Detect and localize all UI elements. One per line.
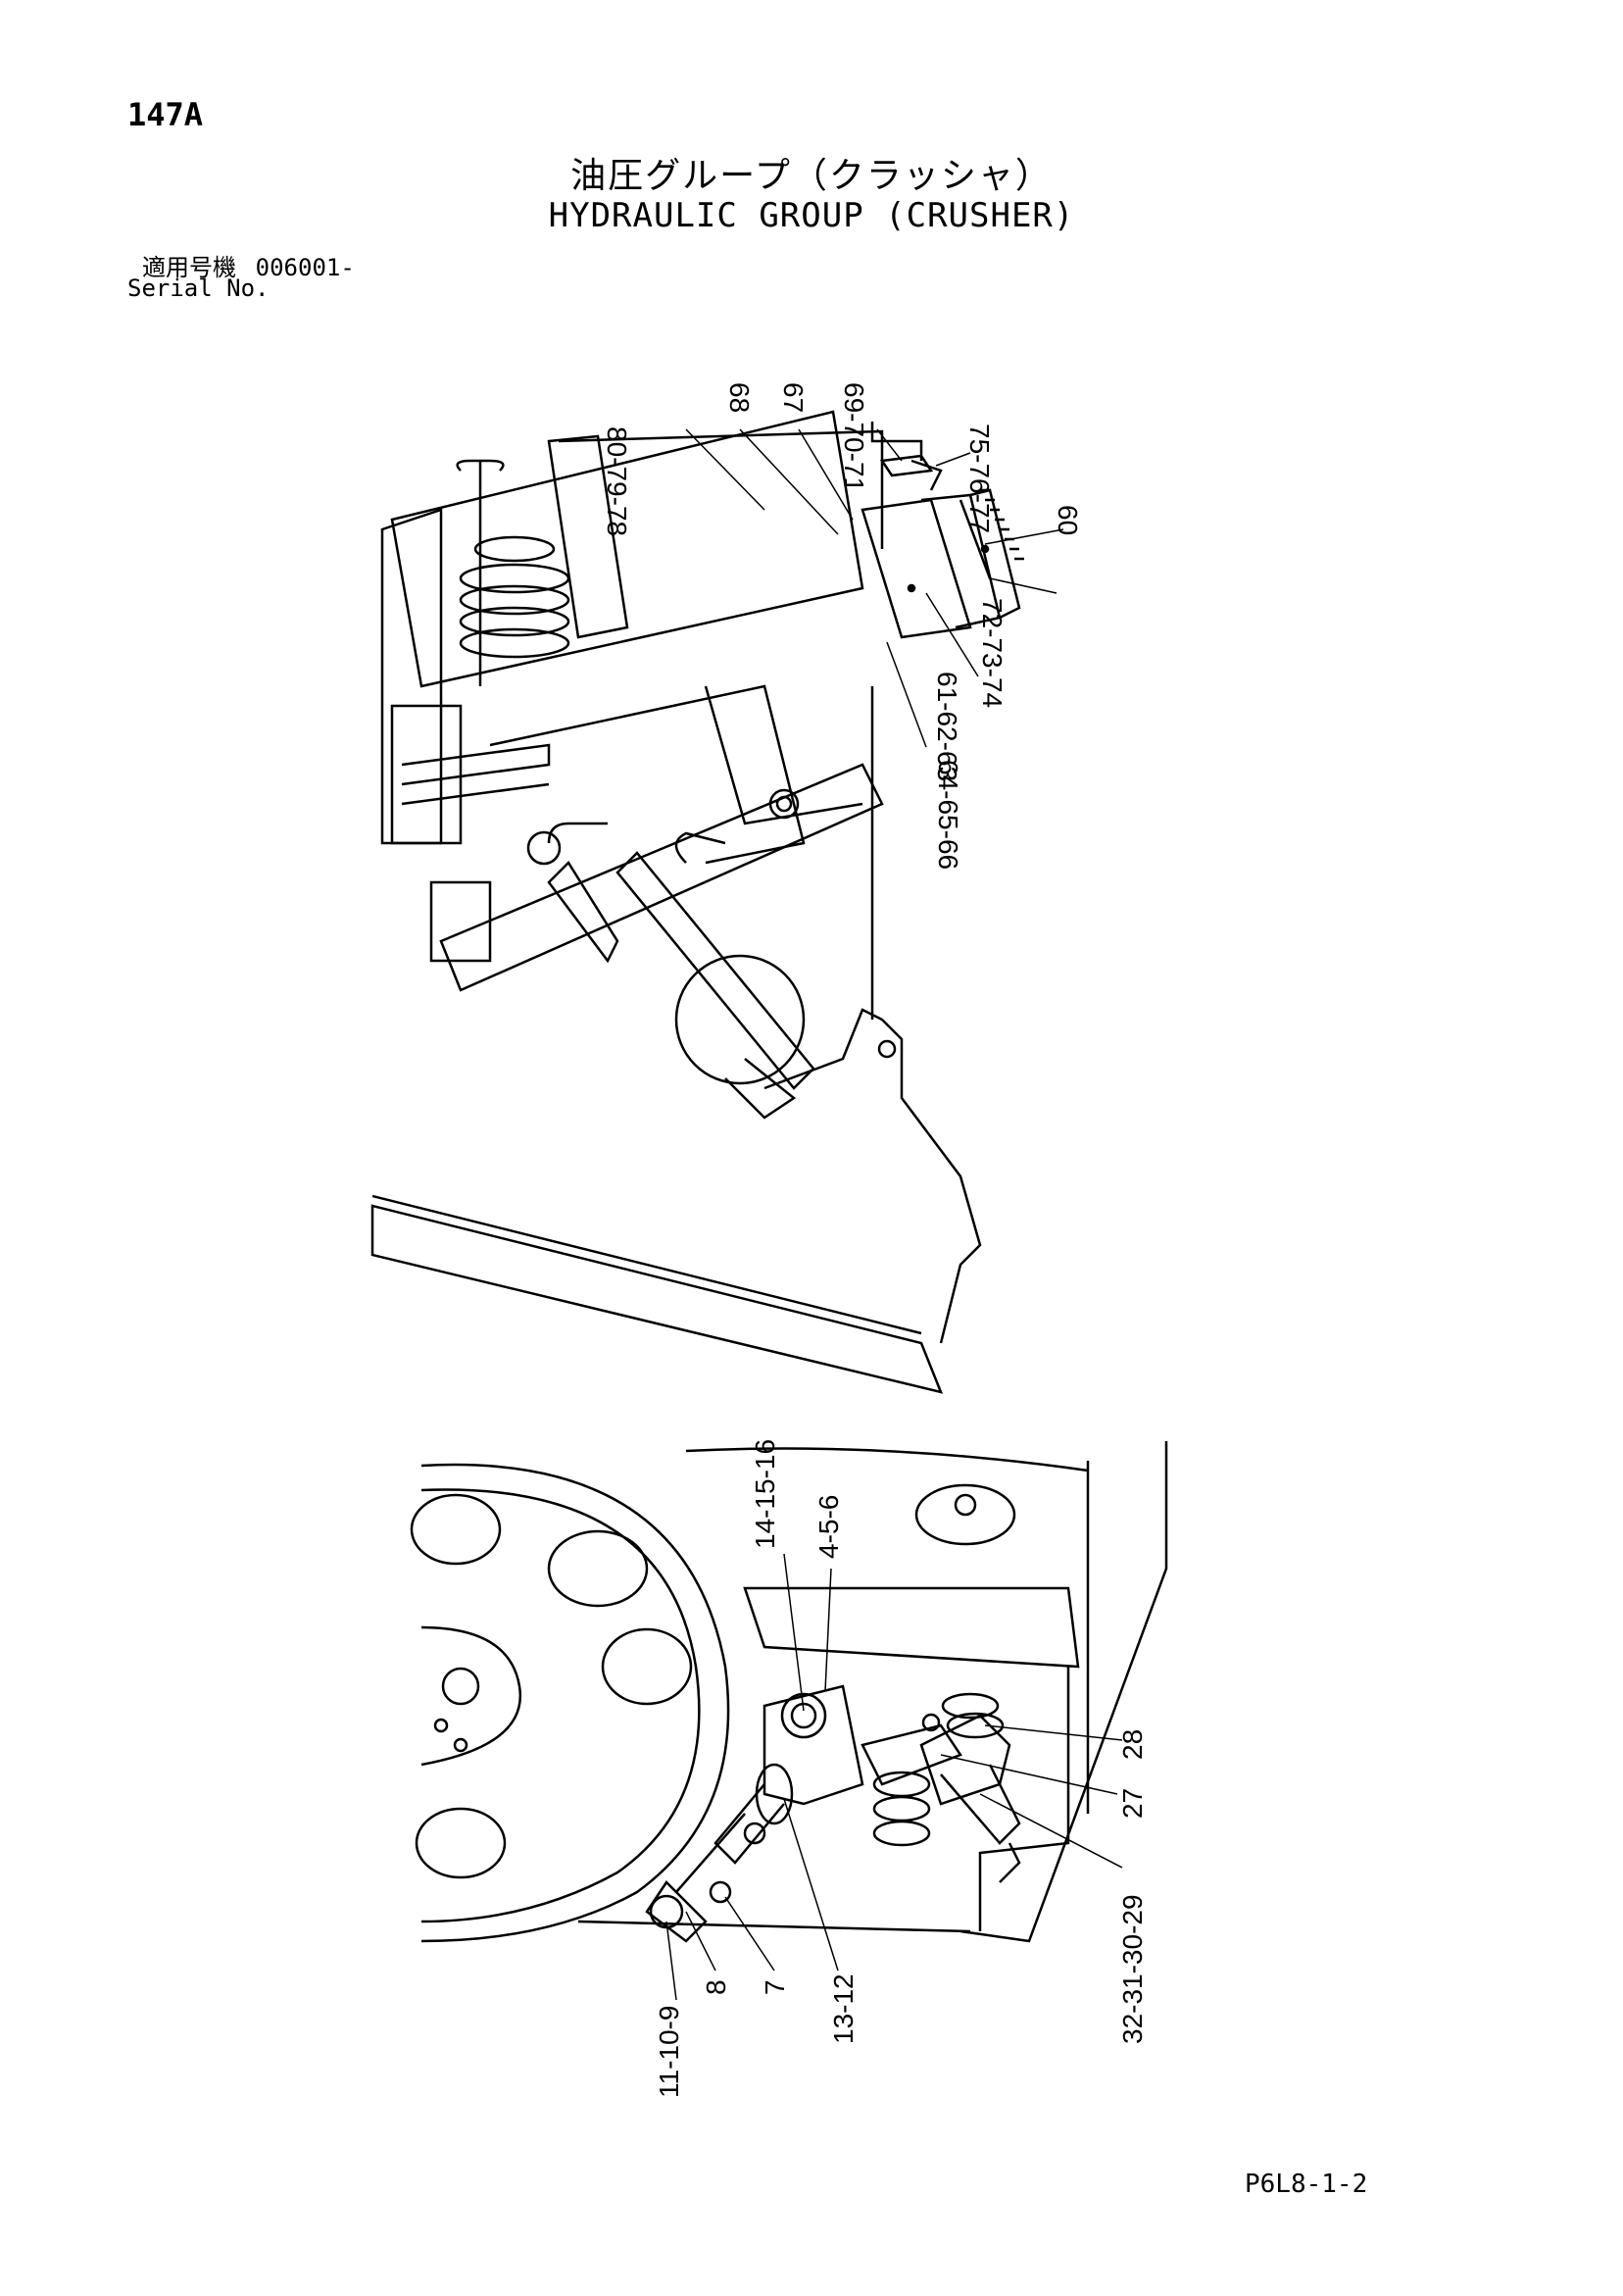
- callout-67: 67: [778, 382, 809, 413]
- callout-72-73-74: 72-73-74: [977, 598, 1008, 708]
- callout-27: 27: [1117, 1788, 1148, 1819]
- callout-64-65-66: 64-65-66: [933, 760, 963, 870]
- callout-13-12: 13-12: [828, 1973, 859, 2044]
- top-assembly-drawing: [370, 410, 1024, 1394]
- bottom-callout-leaders: [665, 1553, 1123, 2001]
- callout-8: 8: [701, 1979, 731, 1995]
- bottom-assembly-drawing: [410, 1441, 1168, 1943]
- top-callouts: 80-79-78 68 67 69-70-71 75-76-77 60 72-7…: [602, 382, 1083, 870]
- callout-80-79-78: 80-79-78: [602, 426, 632, 536]
- top-callout-leaders: [685, 428, 1064, 748]
- serial-line: 適用号機 006001-: [142, 248, 355, 282]
- figure-code: P6L8-1-2: [1245, 2170, 1368, 2199]
- callout-4-5-6: 4-5-6: [813, 1495, 844, 1559]
- page-title-japanese: 油圧グループ（クラッシャ）: [570, 156, 1053, 196]
- callout-28: 28: [1117, 1729, 1148, 1760]
- callout-75-76-77: 75-76-77: [964, 424, 995, 533]
- callout-60: 60: [1053, 505, 1083, 535]
- serial-label-japanese: 適用号機: [142, 254, 236, 281]
- callout-61-62-63: 61-62-63: [932, 672, 962, 781]
- callout-32-31-30-29: 32-31-30-29: [1117, 1894, 1148, 2044]
- bottom-callouts: 14-15-16 4-5-6 28 27 32-31-30-29 13-12 7…: [654, 1439, 1148, 2098]
- page-number: 147A: [127, 96, 204, 133]
- serial-label-english: Serial No.: [127, 275, 270, 302]
- serial-value: 006001-: [255, 254, 355, 281]
- callout-7: 7: [760, 1979, 790, 1995]
- page-title-english: HYDRAULIC GROUP (CRUSHER): [548, 196, 1075, 235]
- callout-68: 68: [724, 382, 755, 413]
- callout-11-10-9: 11-10-9: [654, 2006, 684, 2098]
- callout-69-70-71: 69-70-71: [839, 382, 869, 492]
- callout-14-15-16: 14-15-16: [750, 1439, 780, 1549]
